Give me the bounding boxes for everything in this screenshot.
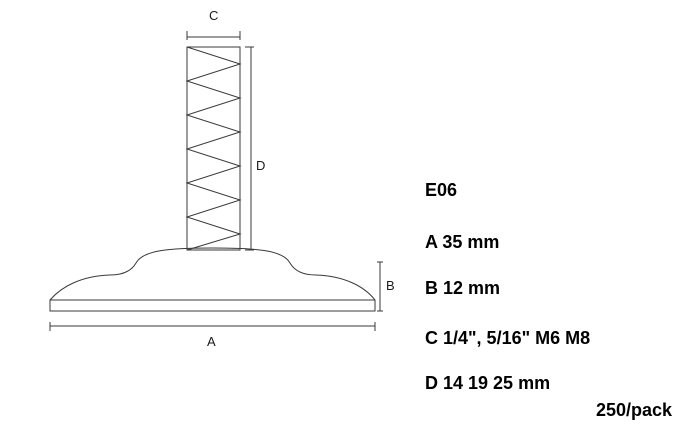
dimension-d-label: D <box>256 158 265 173</box>
dimension-d: D <box>245 46 265 251</box>
base-foot <box>49 247 376 312</box>
base-dome-outline <box>49 247 376 301</box>
dimension-a-label: A <box>207 334 216 349</box>
dimension-a: A <box>49 322 376 349</box>
threaded-stud <box>185 46 242 251</box>
base-plate <box>49 299 376 312</box>
dimension-b-label: B <box>386 278 395 293</box>
packaging-quantity: 250/pack <box>596 400 673 420</box>
spec-a: A 35 mm <box>425 232 500 252</box>
product-code: E06 <box>425 180 458 200</box>
dimension-b: B <box>377 261 395 312</box>
dimension-c-label: C <box>209 8 218 23</box>
spec-d: D 14 19 25 mm <box>425 373 551 393</box>
thread-zigzag <box>185 46 242 251</box>
spec-b: B 12 mm <box>425 278 501 298</box>
dimension-c: C <box>186 8 241 40</box>
spec-c: C 1/4", 5/16" M6 M8 <box>425 328 591 348</box>
